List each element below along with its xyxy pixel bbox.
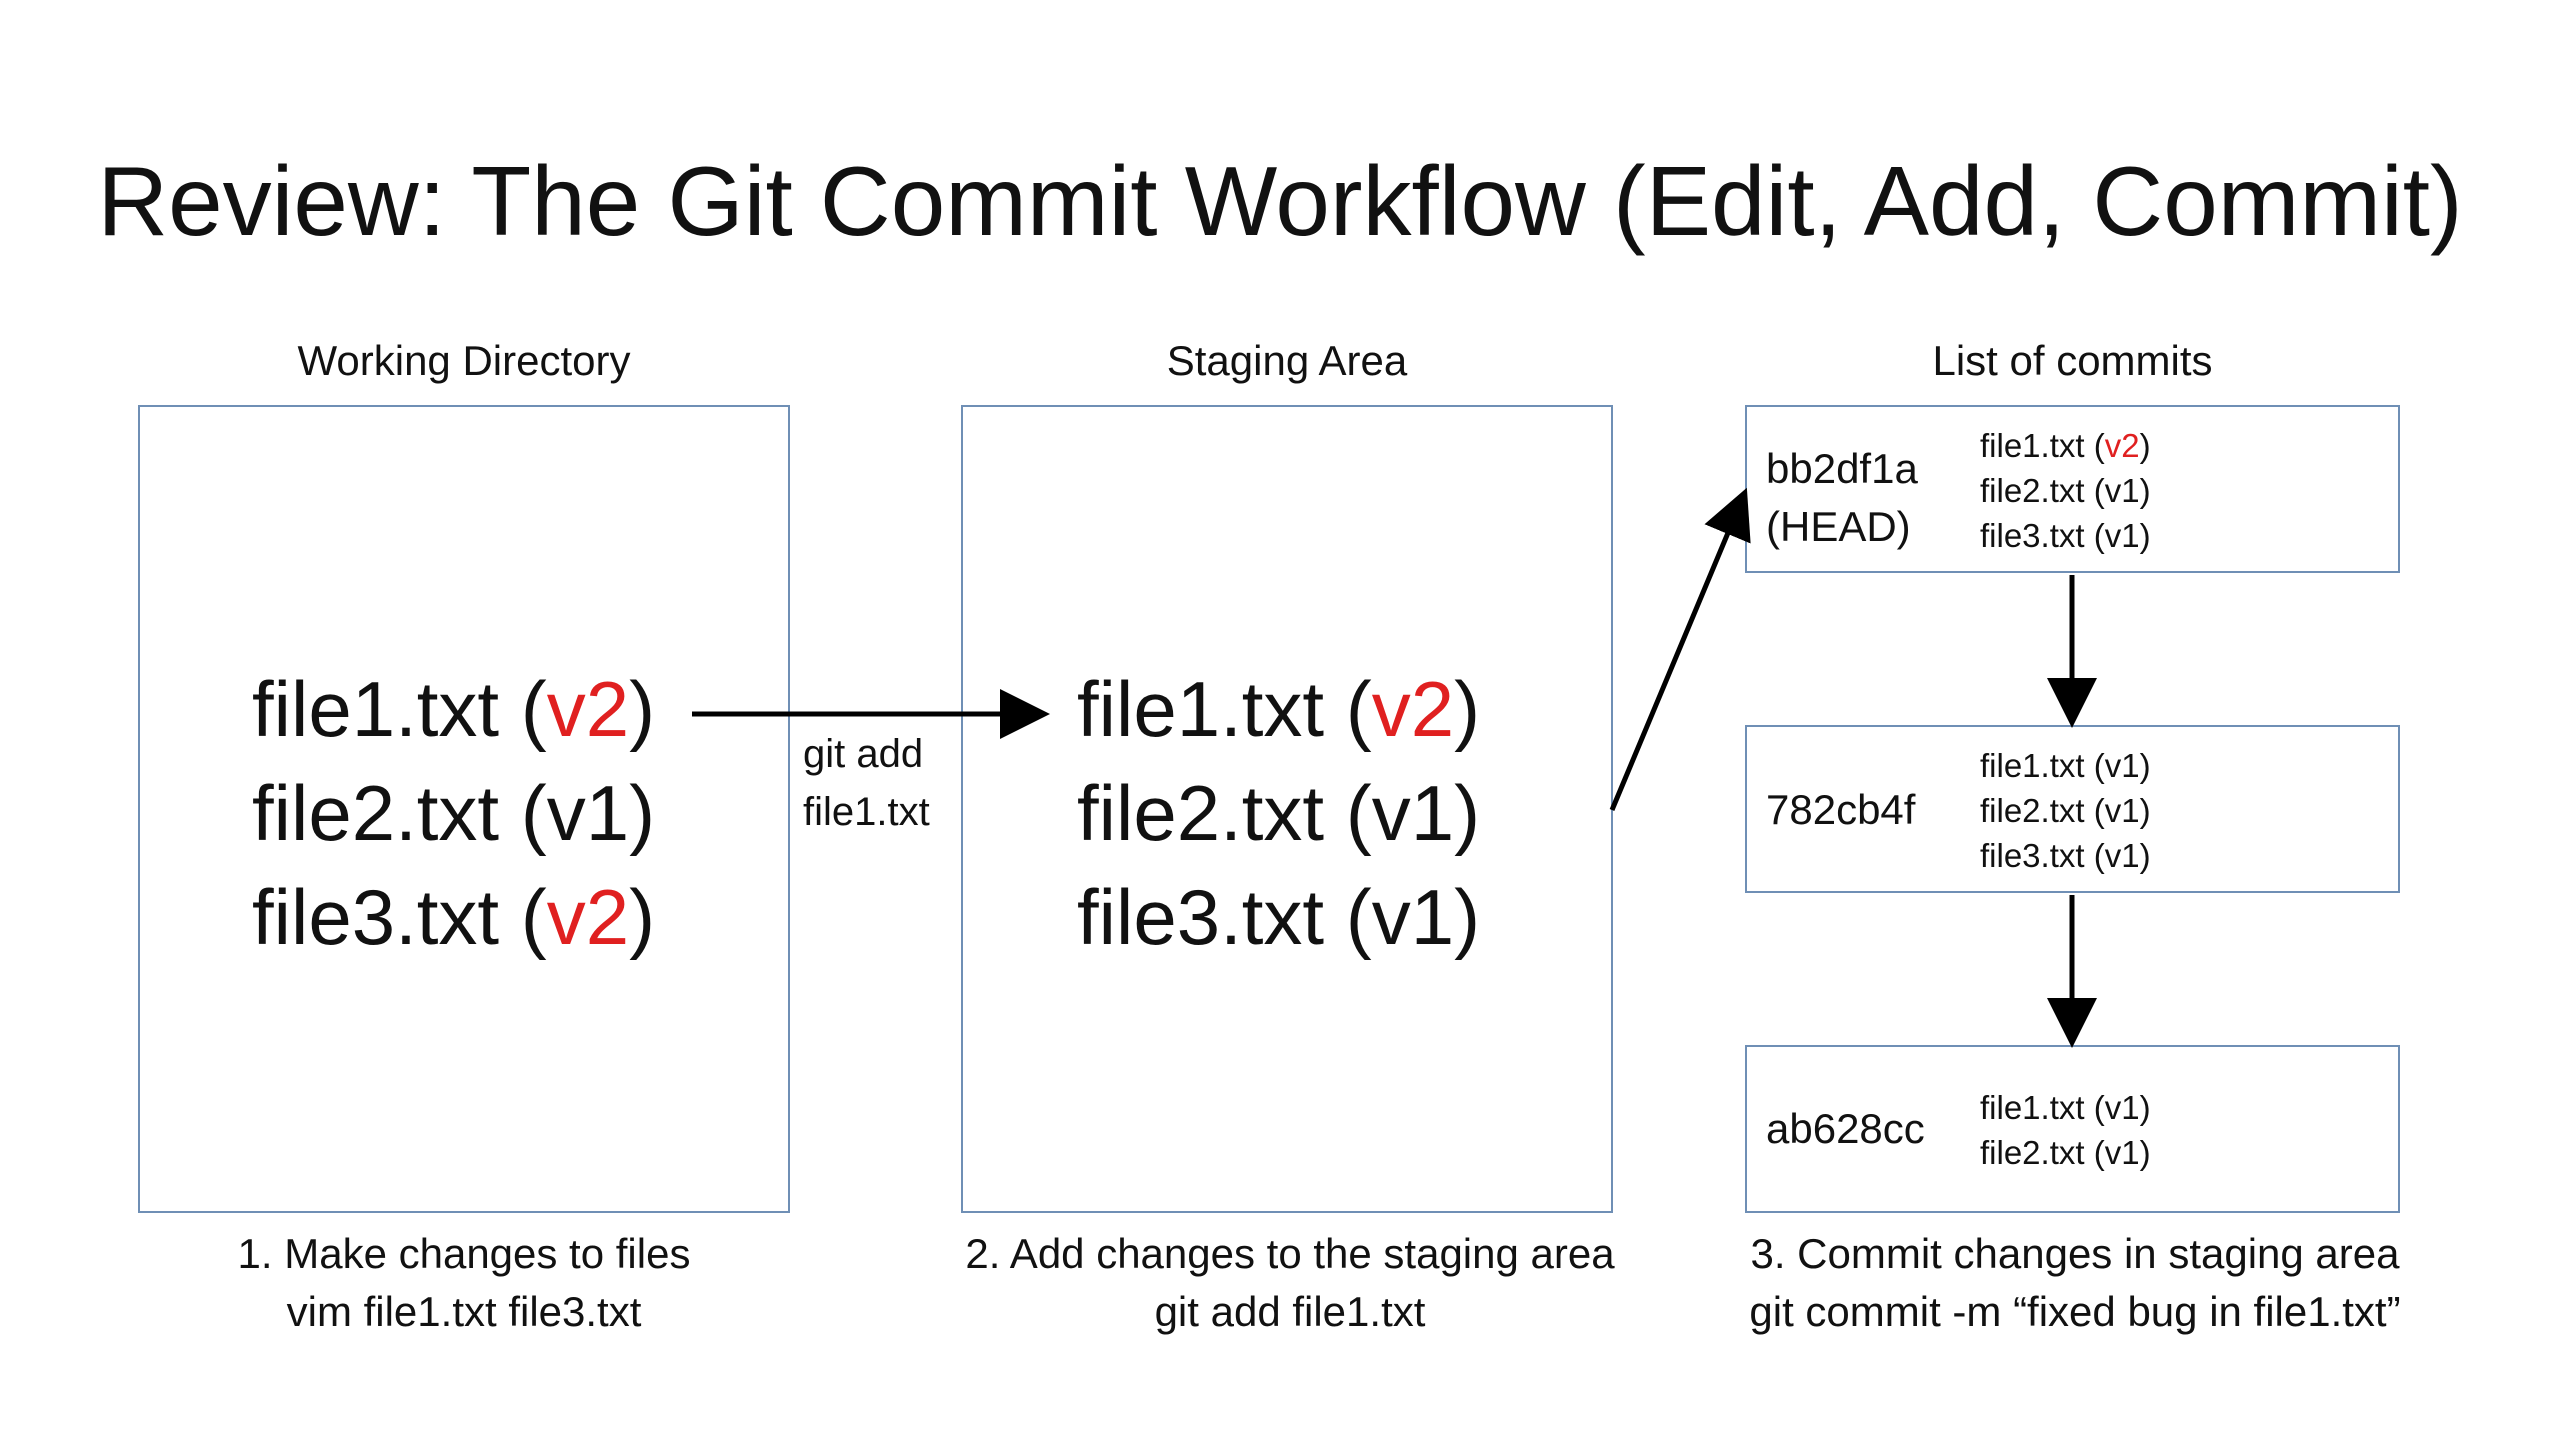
version-label: v1 <box>546 769 630 857</box>
working-file-row: file3.txt (v2) <box>252 873 656 961</box>
slide-title: Review: The Git Commit Workflow (Edit, A… <box>97 146 2463 256</box>
git-add-arrow-label: git add file1.txt <box>803 732 930 834</box>
staging-file-row: file3.txt (v1) <box>1077 873 1481 961</box>
staging-file-row: file2.txt (v1) <box>1077 769 1481 857</box>
step-1-caption: 1. Make changes to files vim file1.txt f… <box>237 1230 691 1335</box>
working-directory-file-list: file1.txt (v2) file2.txt (v1) file3.txt … <box>252 657 655 969</box>
commit-box-ab628cc <box>1745 1045 2400 1213</box>
working-file-row: file2.txt (v1) <box>252 769 656 857</box>
commit-files-ab628cc: file1.txt (v1) file2.txt (v1) <box>1980 1089 2151 1171</box>
commit-box-782cb4f <box>1745 725 2400 893</box>
working-directory-heading: Working Directory <box>297 337 631 384</box>
version-label: v2 <box>1371 665 1455 753</box>
step-3-caption: 3. Commit changes in staging area git co… <box>1749 1230 2401 1335</box>
commit-arrow <box>1609 487 1751 811</box>
version-label: v1 <box>1371 873 1455 961</box>
staging-file-row: file1.txt (v2) <box>1077 665 1481 753</box>
commit-hash-ab628cc: ab628cc <box>1766 1105 1925 1152</box>
commit-hash-head: bb2df1a (HEAD) <box>1766 440 1918 556</box>
step-2-caption: 2. Add changes to the staging area git a… <box>965 1230 1615 1335</box>
commit-files-head: file1.txt (v2) file2.txt (v1) file3.txt … <box>1980 427 2151 554</box>
head-label: (HEAD) <box>1766 503 1911 550</box>
commit-files-782cb4f: file1.txt (v1) file2.txt (v1) file3.txt … <box>1980 747 2151 874</box>
version-label: v1 <box>1371 769 1455 857</box>
commit-hash-782cb4f: 782cb4f <box>1766 786 1916 833</box>
staging-area-heading: Staging Area <box>1166 337 1408 384</box>
commit-list-heading: List of commits <box>1932 337 2213 384</box>
staging-area-box <box>961 405 1613 1213</box>
staging-area-file-list: file1.txt (v2) file2.txt (v1) file3.txt … <box>1077 657 1480 969</box>
version-label: v2 <box>546 873 630 961</box>
working-directory-box <box>138 405 790 1213</box>
working-file-row: file1.txt (v2) <box>252 665 656 753</box>
version-label: v2 <box>546 665 630 753</box>
